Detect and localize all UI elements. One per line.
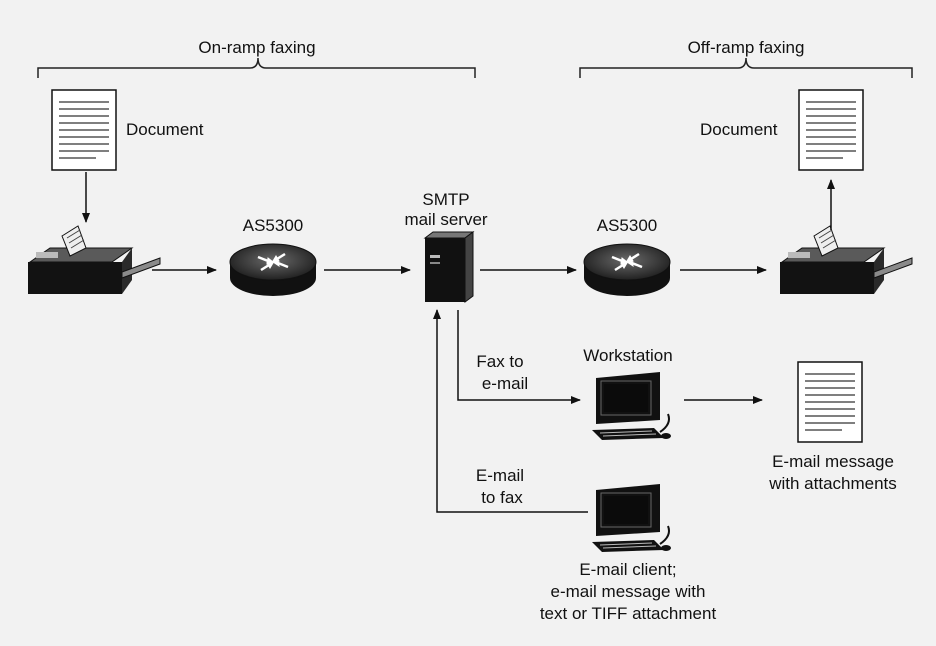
email-to-fax-label-line2: to fax: [481, 488, 523, 507]
off-ramp-brace: [579, 57, 913, 78]
off-ramp-document-icon: [798, 89, 864, 171]
fax-to-email-label-line1: Fax to: [476, 352, 524, 371]
off-ramp-fax-machine-icon: [780, 225, 913, 294]
smtp-mail-server-icon: [423, 231, 475, 303]
on-ramp-fax-machine-icon: [28, 225, 161, 294]
on-ramp-router-label: AS5300: [242, 216, 304, 235]
workstation-icon: [592, 372, 671, 440]
on-ramp-document-icon: [51, 89, 117, 171]
smtp-server-label-line2: mail server: [404, 210, 488, 229]
workstation-label: Workstation: [583, 346, 673, 365]
email-client-icon: [592, 484, 671, 552]
email-client-label-line2: e-mail message with: [550, 582, 706, 601]
off-ramp-router-label: AS5300: [596, 216, 658, 235]
email-message-label-line2: with attachments: [769, 474, 897, 493]
off-ramp-heading: Off-ramp faxing: [687, 38, 805, 57]
email-client-label-line3: text or TIFF attachment: [539, 604, 717, 623]
on-ramp-heading: On-ramp faxing: [198, 38, 316, 57]
on-ramp-router-icon: [229, 243, 317, 296]
smtp-server-label-line1: SMTP: [422, 190, 470, 209]
email-message-label-line1: E-mail message: [772, 452, 894, 471]
email-message-document-icon: [797, 361, 863, 443]
fax-to-email-label-line2: e-mail: [481, 374, 529, 393]
off-ramp-document-label: Document: [700, 120, 778, 139]
email-to-fax-label-line1: E-mail: [475, 466, 525, 485]
off-ramp-router-icon: [583, 243, 671, 296]
on-ramp-document-label: Document: [126, 120, 204, 139]
email-client-label-line1: E-mail client;: [579, 560, 677, 579]
on-ramp-brace: [37, 57, 476, 78]
